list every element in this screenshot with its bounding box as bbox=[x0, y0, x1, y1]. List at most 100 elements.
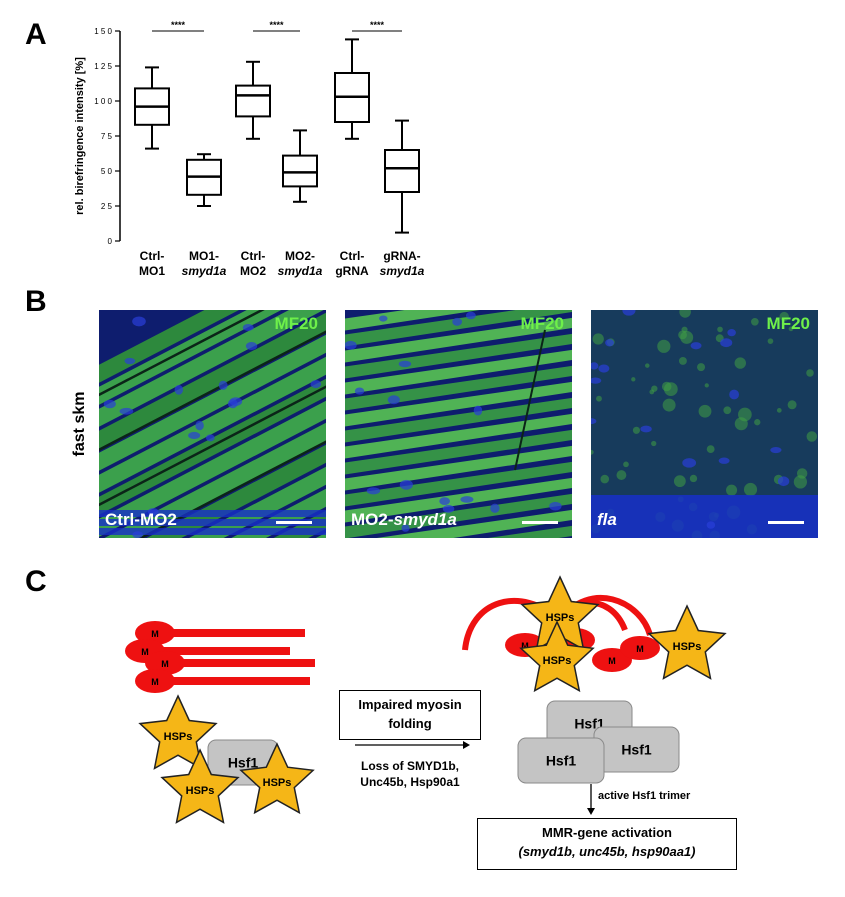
myosin-head-label: M bbox=[151, 677, 159, 687]
fiber-boundary bbox=[99, 385, 326, 507]
nucleus bbox=[682, 458, 697, 468]
speckle bbox=[592, 333, 604, 345]
nucleus bbox=[622, 310, 636, 316]
nucleus bbox=[229, 397, 243, 406]
speckle bbox=[717, 326, 723, 333]
nucleus bbox=[174, 384, 184, 395]
myosin-head-label: M bbox=[521, 641, 529, 651]
speckle bbox=[632, 426, 641, 434]
muscle-fiber bbox=[99, 312, 326, 449]
hsp-star-left-2 bbox=[160, 748, 240, 824]
speckle bbox=[787, 400, 797, 410]
muscle-fiber bbox=[345, 333, 572, 379]
muscle-fiber bbox=[345, 445, 572, 491]
speckle bbox=[698, 404, 712, 418]
speckle bbox=[591, 449, 594, 455]
speckle bbox=[806, 431, 818, 442]
micrograph-mo2-smyd1a: MF20 MO2-smyd1a bbox=[345, 310, 572, 538]
hsf1-monomer-label: Hsf1 bbox=[228, 755, 259, 771]
speckle bbox=[631, 377, 636, 382]
mf20-label-2: MF20 bbox=[520, 314, 564, 333]
nucleus bbox=[452, 317, 462, 326]
loss-line-2: Unc45b, Hsp90a1 bbox=[360, 775, 460, 789]
muscle-fiber bbox=[345, 381, 572, 427]
hsf1-trimer-1-label: Hsf1 bbox=[574, 716, 605, 732]
nucleus bbox=[379, 315, 388, 322]
muscle-fiber bbox=[104, 422, 326, 538]
x-category-label-line1: MO2- bbox=[285, 249, 315, 263]
myosin-head bbox=[620, 636, 660, 660]
loss-text: Loss of SMYD1b, Unc45b, Hsp90a1 bbox=[335, 758, 485, 790]
impaired-line-1: Impaired myosin bbox=[358, 697, 462, 712]
y-tick-label: 1 0 0 bbox=[94, 97, 112, 106]
myosin-head-label: M bbox=[636, 644, 644, 654]
hsp-star-left-1 bbox=[138, 694, 218, 770]
nucleus bbox=[195, 420, 204, 431]
y-axis-label: rel. birefringence intensity [%] bbox=[74, 57, 86, 215]
nucleus bbox=[490, 503, 500, 513]
myosin-head-label: M bbox=[151, 629, 159, 639]
nucleus bbox=[345, 340, 357, 350]
impaired-line-2: folding bbox=[388, 716, 432, 731]
nuclei-band bbox=[99, 528, 326, 535]
speckle bbox=[767, 338, 774, 344]
myosin-head bbox=[592, 648, 632, 672]
speckle bbox=[678, 356, 687, 365]
speckle bbox=[616, 470, 627, 481]
muscle-fiber bbox=[345, 461, 572, 507]
nucleus bbox=[124, 357, 136, 365]
x-category-label-line2: MO1 bbox=[139, 264, 165, 278]
nucleus bbox=[310, 380, 322, 389]
muscle-fiber bbox=[345, 477, 572, 523]
nucleus bbox=[387, 395, 400, 405]
speckle bbox=[806, 369, 814, 377]
speckle bbox=[743, 482, 758, 497]
x-category-label-line2: smyd1a bbox=[380, 264, 425, 278]
speckle bbox=[681, 326, 688, 333]
nucleus bbox=[205, 434, 215, 442]
significance-label: **** bbox=[171, 20, 186, 30]
nucleus bbox=[147, 508, 159, 516]
hsp-star-right-3 bbox=[647, 604, 727, 680]
speckle bbox=[651, 385, 658, 392]
speckle bbox=[697, 363, 706, 372]
myosin-tail bbox=[145, 647, 290, 655]
mmr-activation-box: MMR-gene activation (smyd1b, unc45b, hsp… bbox=[477, 818, 737, 870]
x-category-label-line2: gRNA bbox=[335, 264, 369, 278]
trimer-arrow-head bbox=[587, 808, 595, 815]
nucleus bbox=[770, 446, 782, 454]
nucleus bbox=[103, 399, 116, 409]
nucleus bbox=[591, 362, 599, 370]
x-category-label-line2: smyd1a bbox=[182, 264, 227, 278]
y-tick-label: 1 2 5 bbox=[94, 62, 112, 71]
nucleus bbox=[598, 364, 610, 373]
myosin-tail bbox=[165, 659, 315, 667]
nuclei-band bbox=[99, 519, 326, 526]
hsf1-trimer-3 bbox=[517, 737, 605, 784]
speckle bbox=[679, 310, 691, 318]
speckle bbox=[726, 484, 738, 496]
speckle bbox=[723, 406, 732, 415]
x-category-label-line1: MO1- bbox=[189, 249, 219, 263]
process-arrow-head bbox=[463, 741, 470, 749]
nucleus bbox=[720, 338, 733, 348]
panel-label-a: A bbox=[25, 18, 47, 51]
myosin-head-label: M bbox=[141, 647, 149, 657]
speckle bbox=[662, 398, 676, 412]
fiber-boundary bbox=[138, 440, 326, 538]
scale-bar-1 bbox=[276, 521, 312, 524]
speckle bbox=[600, 474, 610, 484]
x-category-label-line2: MO2 bbox=[240, 264, 266, 278]
nucleus bbox=[777, 476, 790, 487]
nucleus bbox=[401, 524, 410, 532]
myosin-head bbox=[135, 669, 175, 693]
micrograph-label-1-text: Ctrl-MO2 bbox=[105, 510, 177, 529]
nucleus bbox=[242, 323, 254, 331]
speckle bbox=[673, 475, 686, 488]
fiber-boundary bbox=[99, 310, 265, 397]
muscle-fiber bbox=[345, 429, 572, 475]
significance-label: **** bbox=[370, 20, 385, 30]
y-tick-label: 7 5 bbox=[101, 132, 113, 141]
y-tick-label: 0 bbox=[108, 237, 113, 246]
